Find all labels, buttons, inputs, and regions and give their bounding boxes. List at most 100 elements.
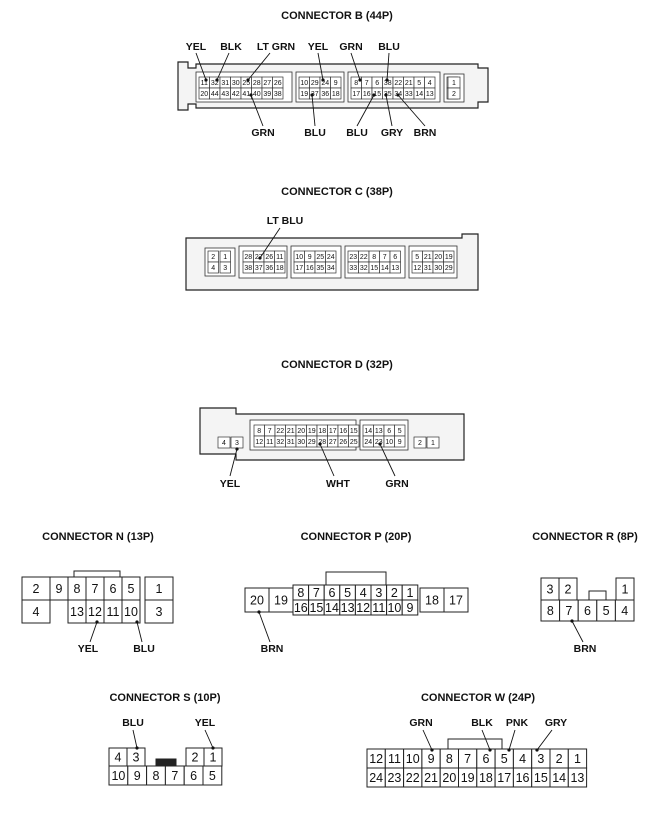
pin-number: 17 — [449, 594, 463, 608]
pin-number: 28 — [253, 80, 261, 87]
pin-number: 7 — [565, 604, 572, 618]
pin-cavity — [394, 435, 406, 448]
pin-number: 4 — [621, 604, 628, 618]
pin-number: 26 — [265, 254, 273, 261]
pin-cavity — [443, 261, 455, 274]
connector-c-pins-top: 2128272611109252423228765212019 — [207, 250, 455, 263]
pin-number: 15 — [370, 265, 378, 272]
pin-number: 10 — [295, 254, 303, 261]
pin-number: 10 — [111, 769, 125, 783]
pin-number: 10 — [124, 605, 138, 619]
pin-cavity — [219, 261, 231, 274]
pin-number: 6 — [387, 428, 391, 435]
pin-number: 30 — [232, 80, 240, 87]
pin-number: 20 — [434, 254, 442, 261]
pin-number: 22 — [276, 428, 284, 435]
wire-label-w-gry: GRY — [545, 717, 567, 729]
pin-number: 36 — [321, 91, 329, 98]
pin-cavity — [144, 599, 174, 624]
connector-c-title: CONNECTOR C (38P) — [281, 186, 393, 198]
pin-number: 2 — [452, 91, 456, 98]
wire-label-b-gry: GRY — [381, 127, 403, 139]
pin-number: 3 — [223, 265, 227, 272]
pin-number: 3 — [133, 751, 140, 765]
pin-number: 7 — [464, 752, 471, 766]
connector-b-wire-labels: YEL BLK LT GRN YEL GRN BLU GRN BLU BLU G… — [186, 41, 437, 139]
pin-number: 21 — [424, 254, 432, 261]
pin-number: 19 — [274, 594, 288, 608]
pin-cavity — [330, 87, 342, 100]
pin-number: 23 — [387, 771, 401, 785]
pin-number: 13 — [341, 601, 355, 615]
pin-cavity — [389, 261, 401, 274]
pin-cavity — [424, 87, 436, 100]
pin-number: 2 — [391, 586, 398, 600]
pin-number: 35 — [384, 91, 392, 98]
pin-number: 20 — [297, 428, 305, 435]
pin-number: 8 — [257, 428, 261, 435]
pin-cavity — [567, 767, 588, 788]
wire-label-w-pnk: PNK — [506, 717, 529, 729]
pin-number: 11 — [201, 80, 208, 87]
pin-number: 40 — [253, 91, 261, 98]
wire-label-b-grn-top: GRN — [339, 41, 362, 53]
pin-number: 8 — [153, 769, 160, 783]
pin-number: 2 — [192, 751, 199, 765]
pin-number: 6 — [393, 254, 397, 261]
pin-number: 20 — [250, 594, 264, 608]
pin-number: 11 — [372, 601, 385, 615]
pin-number: 19 — [445, 254, 453, 261]
pin-number: 15 — [309, 601, 323, 615]
pin-number: 7 — [313, 586, 320, 600]
pin-number: 9 — [334, 80, 338, 87]
pin-number: 24 — [369, 771, 383, 785]
pin-number: 12 — [369, 752, 383, 766]
pin-number: 13 — [375, 428, 383, 435]
pin-number: 33 — [349, 265, 357, 272]
pin-cavity — [121, 599, 141, 624]
pin-number: 4 — [428, 80, 432, 87]
pin-number: 25 — [242, 80, 250, 87]
pin-number: 6 — [584, 604, 591, 618]
pin-cavity — [447, 87, 461, 100]
pin-number: 20 — [442, 771, 456, 785]
pin-number: 19 — [461, 771, 475, 785]
pin-cavity — [244, 587, 270, 613]
pin-number: 22 — [394, 80, 402, 87]
wire-label-w-blk: BLK — [471, 717, 493, 729]
pin-number: 29 — [445, 265, 453, 272]
connector-n-title: CONNECTOR N (13P) — [42, 531, 154, 543]
wire-label-s-yel: YEL — [195, 717, 216, 729]
pin-number: 18 — [479, 771, 493, 785]
connector-b-title: CONNECTOR B (44P) — [281, 10, 393, 22]
pin-number: 26 — [274, 80, 282, 87]
pin-number: 35 — [316, 265, 324, 272]
pin-number: 13 — [70, 605, 84, 619]
wire-label-d-yel: YEL — [220, 478, 241, 490]
pin-number: 31 — [424, 265, 432, 272]
pin-number: 39 — [263, 91, 271, 98]
pin-number: 1 — [156, 582, 163, 596]
pin-number: 26 — [339, 439, 347, 446]
pin-number: 27 — [329, 439, 337, 446]
connector-p-lock-tab — [325, 571, 387, 586]
pin-number: 16 — [339, 428, 347, 435]
pin-number: 16 — [516, 771, 530, 785]
pin-cavity — [413, 436, 427, 449]
wire-label-b-grn-bottom: GRN — [251, 127, 274, 139]
pin-number: 17 — [352, 91, 360, 98]
pin-number: 8 — [297, 586, 304, 600]
pin-number: 30 — [434, 265, 442, 272]
pin-number: 11 — [388, 752, 401, 766]
wire-label-b-blk: BLK — [220, 41, 242, 53]
pin-number: 1 — [210, 751, 217, 765]
pin-number: 38 — [244, 265, 252, 272]
